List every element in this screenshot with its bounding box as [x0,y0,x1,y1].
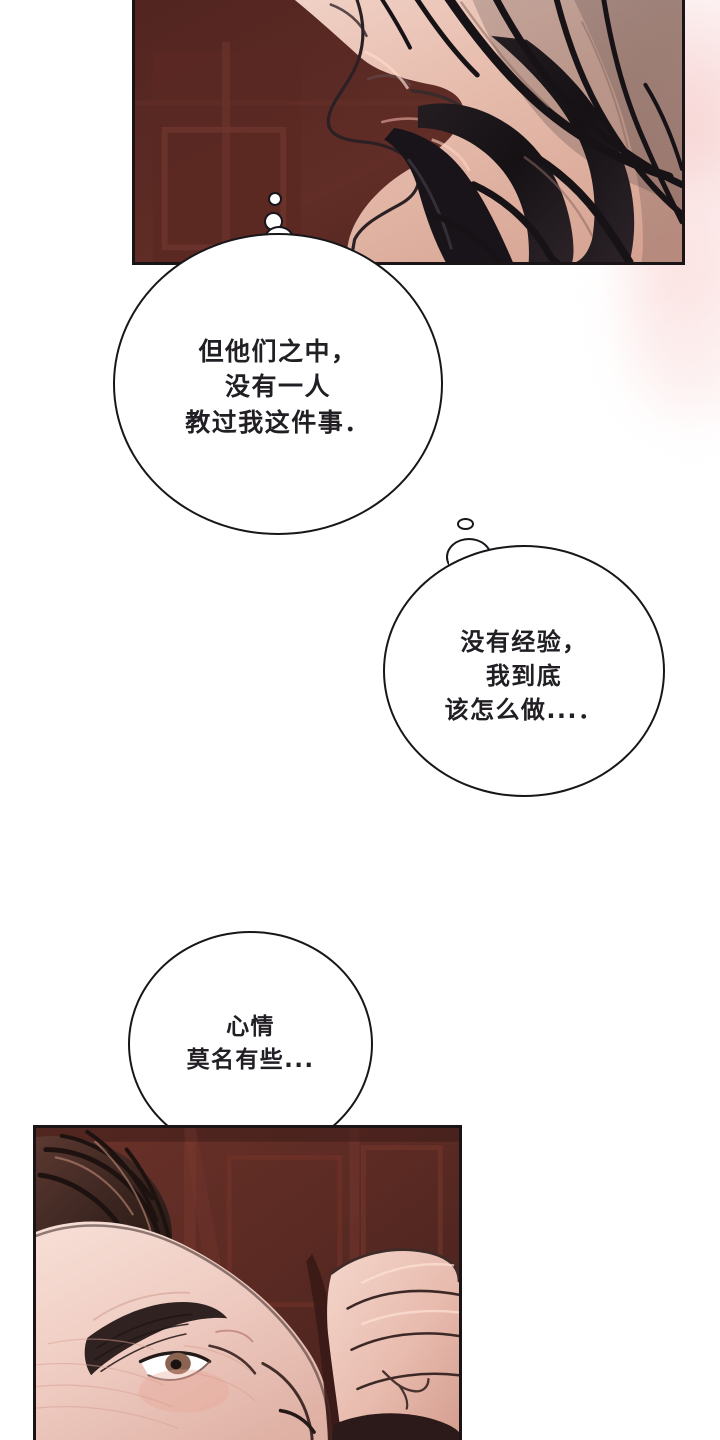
thought-dot [268,192,282,206]
bubble-1-text: 但他们之中， 没有一人 教过我这件事． [185,336,371,437]
bubble-3-text: 心情 莫名有些... [186,1014,315,1073]
bubble-2-text: 没有经验， 我到底 该怎么做...． [444,627,604,725]
panel-top-artwork [135,0,682,262]
panel-bottom-artwork [36,1128,459,1440]
thought-bubble-3: 心情 莫名有些... [128,931,373,1157]
thought-bubble-1: 但他们之中， 没有一人 教过我这件事． [113,233,443,535]
thought-dot-open [457,518,474,530]
comic-panel-bottom [33,1125,462,1440]
comic-panel-top [132,0,685,265]
thought-bubble-2: 没有经验， 我到底 该怎么做...． [383,545,665,797]
pink-glow-decoration [640,300,720,430]
